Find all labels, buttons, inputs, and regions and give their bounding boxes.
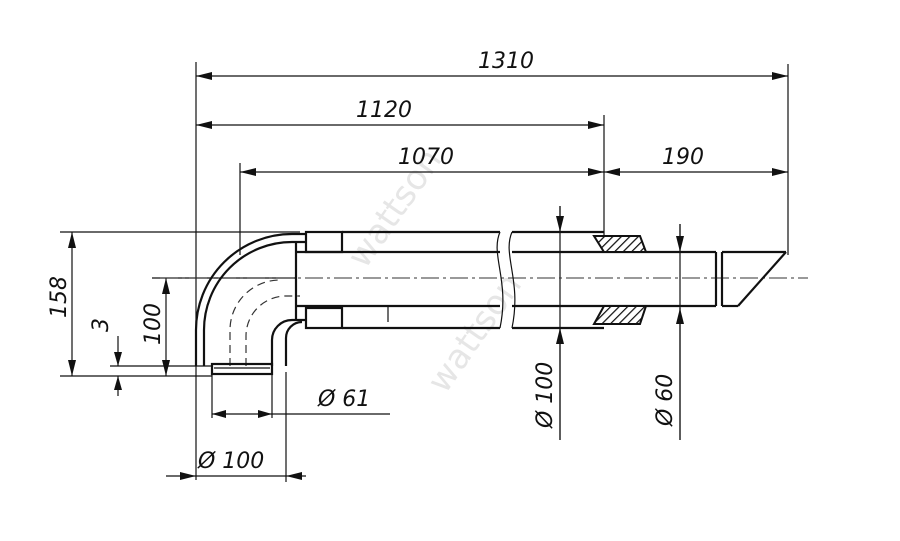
dimension-diameter-100-pipe: Ø 100 (533, 206, 564, 440)
dimension-label-158: 158 (47, 276, 72, 318)
watermark: wattson wattson (340, 141, 530, 400)
dimension-label-1120: 1120 (356, 98, 412, 123)
seal-bottom (592, 305, 648, 325)
dimension-diameter-100-bend: Ø 100 (166, 449, 306, 480)
pipe-right-section (512, 230, 787, 330)
dimension-1310: 1310 (196, 49, 788, 80)
dimension-label-diameter-100-pipe: Ø 100 (533, 362, 558, 429)
dimension-diameter-61: Ø 61 (212, 387, 390, 418)
seal-top (592, 235, 648, 253)
dimension-label-190: 190 (662, 145, 704, 170)
dimension-label-diameter-100-bend: Ø 100 (197, 449, 264, 474)
dimension-label-3: 3 (89, 318, 114, 332)
dimension-label-1310: 1310 (478, 49, 534, 74)
dimension-100-vertical: 100 (141, 278, 170, 376)
dimension-label-diameter-61: Ø 61 (317, 387, 370, 412)
dimension-label-diameter-60: Ø 60 (653, 374, 678, 427)
dimension-1120: 1120 (196, 98, 604, 129)
watermark-text-b: wattson (420, 266, 530, 400)
dimension-diameter-60: Ø 60 (653, 224, 684, 440)
pipe-left-section (296, 230, 500, 330)
dimension-1070: 1070 (240, 145, 604, 176)
dimension-158: 158 (47, 232, 76, 376)
elbow-bend (194, 232, 306, 376)
dimension-label-1070: 1070 (398, 145, 454, 170)
dimension-3: 3 (89, 318, 122, 396)
break-line (496, 231, 516, 329)
dimension-label-100-vertical: 100 (141, 303, 166, 345)
dimension-190: 190 (604, 145, 788, 176)
